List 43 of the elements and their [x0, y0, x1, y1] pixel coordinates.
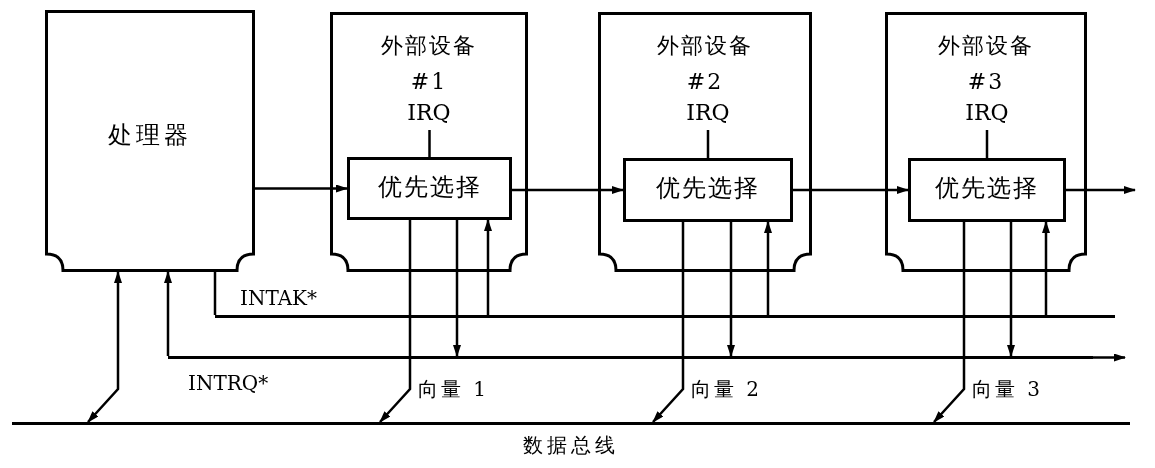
bus-label: INTAK* — [240, 287, 318, 309]
processor-box — [45, 10, 255, 272]
device-box — [885, 12, 1087, 272]
priority-box — [623, 158, 793, 222]
arrow — [453, 220, 461, 357]
irq-label: IRQ — [673, 96, 743, 130]
arrow — [512, 186, 624, 194]
irq-label: IRQ — [394, 96, 464, 130]
arrow — [255, 184, 348, 193]
device-title: 外部设备 #1 — [380, 32, 478, 96]
arrow — [652, 222, 685, 423]
arrow — [727, 222, 735, 357]
bus-label: 数据总线 — [522, 434, 620, 456]
priority-box — [908, 158, 1066, 222]
device-box — [598, 12, 812, 272]
signal-line — [985, 130, 989, 158]
bus-line — [168, 356, 1093, 359]
arrow — [933, 222, 966, 423]
priority-box — [347, 157, 512, 220]
signal-line — [213, 272, 217, 315]
priority-label: 优先选择 — [376, 174, 483, 201]
arrow — [164, 271, 172, 356]
bus-label: INTRQ* — [188, 372, 269, 394]
arrow — [484, 219, 492, 315]
arrow — [764, 221, 772, 315]
processor-label: 处理器 — [107, 122, 193, 149]
signal-line — [706, 130, 710, 158]
arrow — [1007, 222, 1015, 357]
arrow — [1042, 221, 1050, 315]
bus-line — [12, 422, 1130, 425]
priority-label: 优先选择 — [934, 175, 1040, 202]
irq-label: IRQ — [952, 96, 1022, 130]
device-box — [330, 12, 528, 272]
arrow — [379, 220, 412, 423]
arrow — [1066, 186, 1136, 194]
device-title: 外部设备 #3 — [937, 32, 1035, 96]
signal-line — [428, 130, 431, 157]
priority-label: 优先选择 — [655, 175, 761, 202]
arrow — [793, 186, 909, 194]
bus-line — [215, 315, 1115, 318]
double-arrow — [87, 271, 122, 423]
arrow — [1093, 353, 1126, 362]
device-title: 外部设备 #2 — [656, 32, 754, 96]
